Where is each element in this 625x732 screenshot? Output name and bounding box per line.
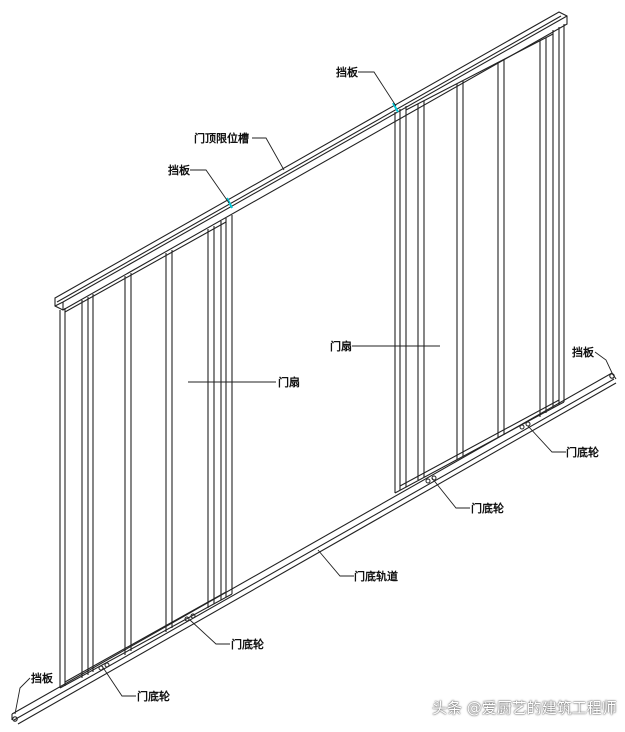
stop-markers — [226, 102, 399, 209]
watermark: 头条 @爱厨艺的建筑工程师 — [432, 699, 617, 717]
label-bottom-wheel-middle: 门底轮 — [471, 501, 504, 515]
door-leaf-left — [59, 215, 233, 689]
label-bottom-wheel-far-left: 门底轮 — [137, 689, 170, 703]
door-leaf-right — [394, 24, 565, 494]
label-dangban-bottom-left: 挡板 — [31, 671, 54, 685]
label-bottom-wheel-left: 门底轮 — [231, 637, 264, 651]
bottom-track — [11, 372, 617, 725]
stop-marker-left — [226, 197, 233, 209]
label-door-leaf-right: 门扇 — [330, 339, 352, 353]
label-dangban-top-right: 挡板 — [336, 65, 359, 79]
labels: 挡板 门顶限位槽 挡板 门扇 门扇 挡板 门底轮 门底轮 门底轨道 门底轮 门底… — [31, 65, 599, 703]
bottom-wheels — [98, 421, 531, 671]
stop-marker-right — [392, 102, 399, 113]
bottom-wheel-left — [184, 613, 196, 622]
label-bottom-wheel-right: 门底轮 — [566, 445, 599, 459]
top-rail — [54, 11, 568, 311]
bottom-wheel-middle — [425, 475, 437, 484]
label-door-leaf-left: 门扇 — [278, 375, 300, 389]
label-top-rail: 门顶限位槽 — [194, 131, 249, 145]
label-bottom-track: 门底轨道 — [354, 569, 398, 583]
leader-lines — [14, 71, 614, 715]
label-dangban-right: 挡板 — [572, 345, 595, 359]
label-dangban-top-left: 挡板 — [168, 163, 191, 177]
